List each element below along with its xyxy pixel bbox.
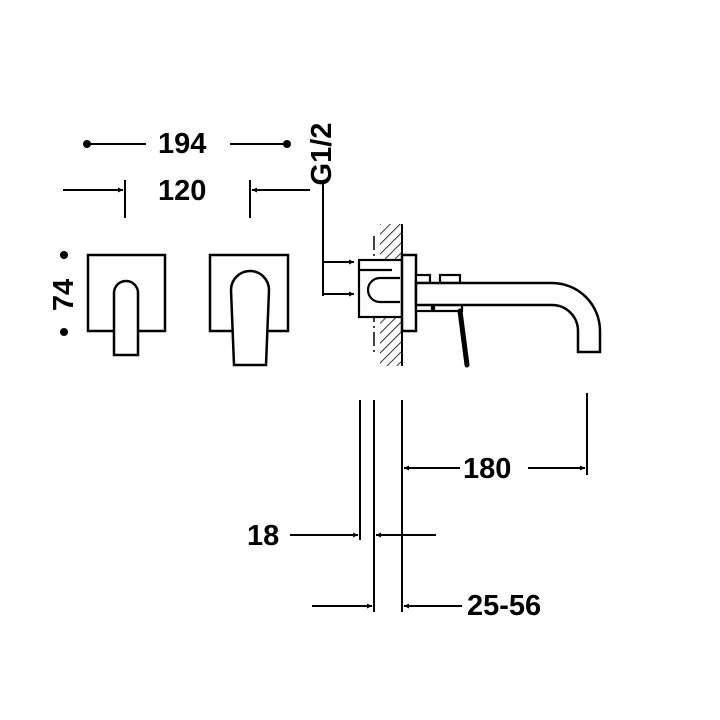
label-120: 120 [158,175,207,207]
dimension-74 [60,251,68,336]
dimension-120 [63,180,310,218]
valve-body [357,258,404,319]
extension-lines [359,393,588,612]
dimension-g12 [322,180,354,297]
label-g12: G1/2 [306,122,338,186]
label-74: 74 [48,278,80,312]
handle-plate [86,253,167,357]
label-25-56: 25-56 [467,590,542,622]
label-18: 18 [247,520,280,552]
lever [457,308,470,368]
label-180: 180 [463,453,512,485]
spout [414,281,602,354]
cover-plate [400,253,418,333]
label-194: 194 [158,128,207,160]
dimension-194 [83,140,291,148]
spout-plate [208,253,290,367]
